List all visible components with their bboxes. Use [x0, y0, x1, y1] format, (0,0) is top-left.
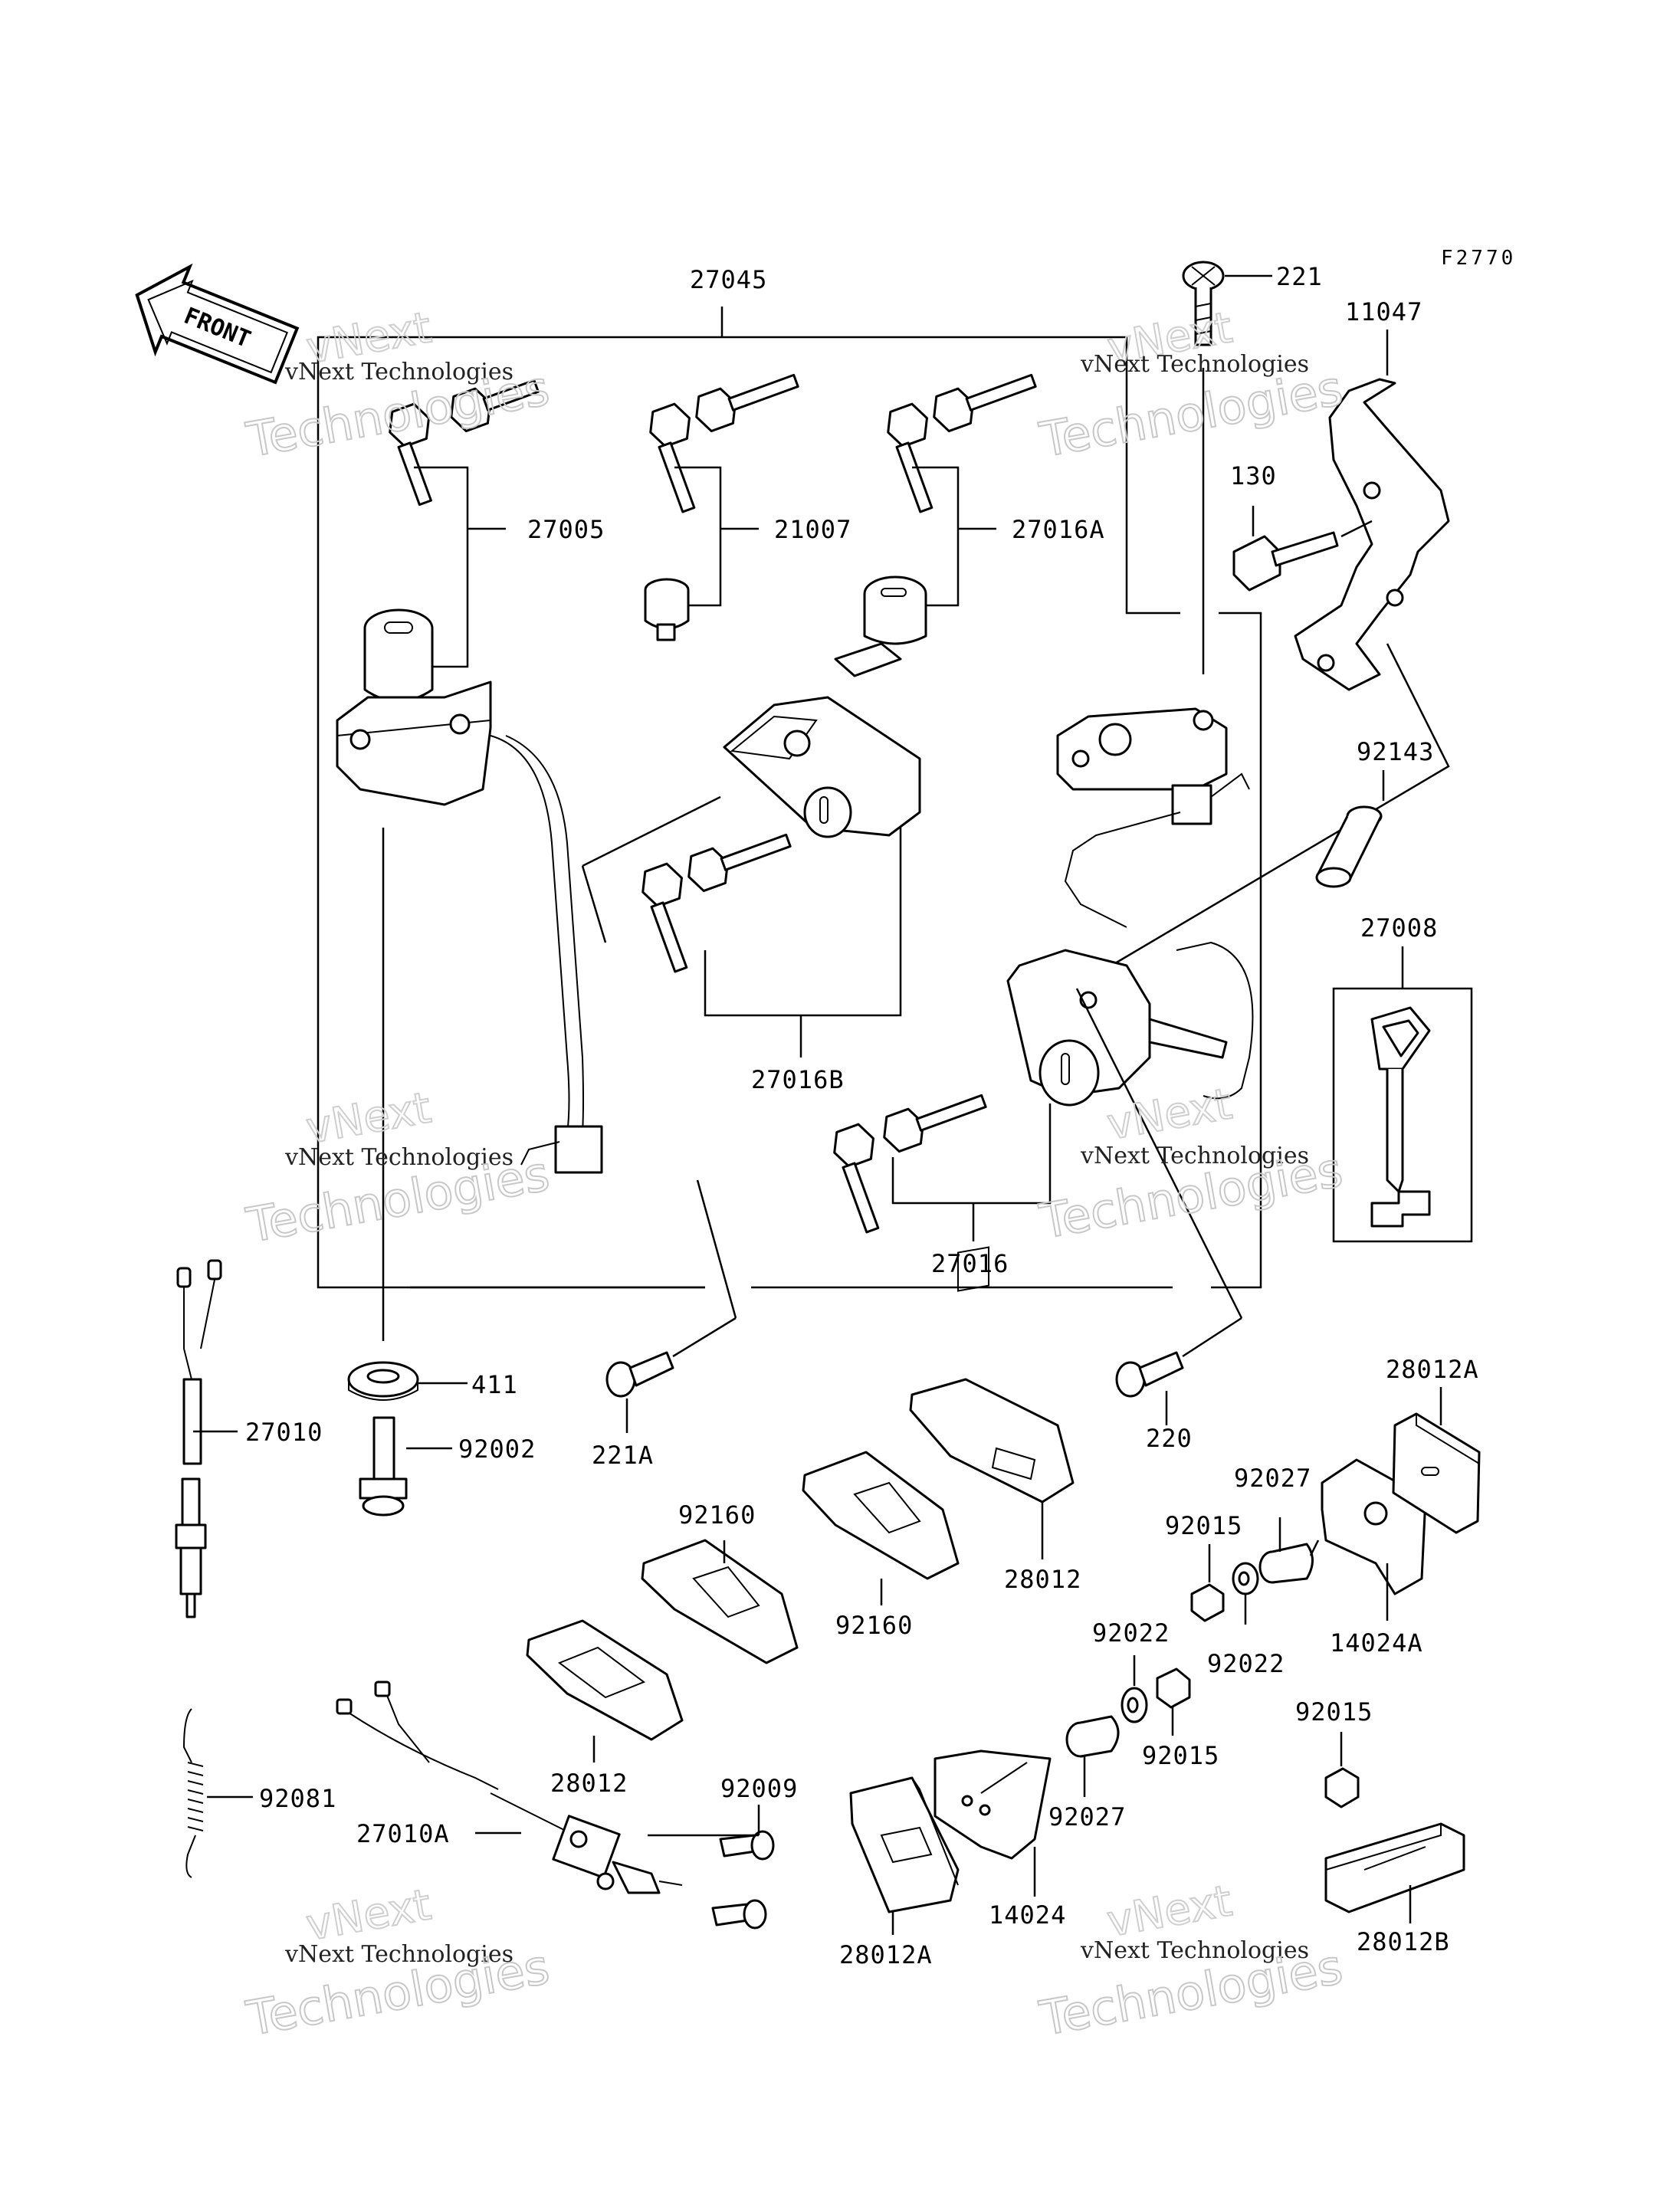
ignition-switch-icon — [336, 608, 603, 1174]
svg-text:vNext: vNext — [303, 1083, 435, 1153]
lock-cylinder-icon — [644, 578, 690, 641]
reflector-icon — [526, 1619, 684, 1741]
part-label-92160-b: 92160 — [835, 1611, 913, 1640]
part-label-92160-a: 92160 — [678, 1500, 756, 1530]
svg-text:vNext Technologies: vNext Technologies — [284, 359, 514, 385]
key-pair-icon — [833, 1094, 987, 1234]
watermark: vNext vNext Technologies Technologies — [1035, 1078, 1347, 1251]
watermark: vNext vNext Technologies Technologies — [241, 1082, 554, 1254]
screw-icon — [719, 1830, 775, 1861]
collar-icon — [1065, 1715, 1120, 1758]
washer-icon — [1232, 1562, 1259, 1595]
part-label-27010A: 27010A — [356, 1819, 450, 1848]
collar-icon — [1315, 805, 1383, 888]
bolt-icon — [359, 1416, 408, 1517]
spring-icon — [182, 1708, 204, 1878]
part-label-28012A-top: 28012A — [1386, 1355, 1479, 1384]
svg-text:vNext Technologies: vNext Technologies — [284, 1144, 514, 1171]
part-label-28012-a: 28012 — [1004, 1565, 1081, 1594]
screw-icon — [605, 1351, 674, 1398]
figure-code: F2770 — [1441, 247, 1516, 270]
part-label-92081: 92081 — [259, 1784, 336, 1813]
reflector-icon — [1392, 1412, 1481, 1534]
part-label-27010: 27010 — [245, 1418, 323, 1447]
washer-icon — [347, 1361, 419, 1401]
part-label-92002: 92002 — [458, 1435, 536, 1464]
part-label-14024: 14024 — [989, 1900, 1066, 1930]
part-label-92027-top: 92027 — [1234, 1464, 1311, 1493]
key-pair-icon — [887, 373, 1037, 513]
reflector-icon — [909, 1246, 1075, 1503]
part-label-221: 221 — [1276, 262, 1323, 291]
part-label-27016B: 27016B — [751, 1065, 845, 1094]
part-label-92027-b: 92027 — [1048, 1802, 1126, 1831]
seat-lock-icon — [834, 575, 927, 677]
part-label-92015-c: 92015 — [1295, 1697, 1373, 1726]
fuel-lock-icon — [1006, 941, 1254, 1107]
part-label-27016: 27016 — [931, 1249, 1009, 1278]
part-label-411: 411 — [471, 1370, 518, 1399]
bracket-icon — [1294, 378, 1450, 691]
watermark: vNext vNext Technologies Technologies — [1035, 1875, 1347, 2048]
nut-icon — [1156, 1667, 1191, 1709]
part-label-92022-b: 92022 — [1207, 1649, 1285, 1678]
key-pair-icon — [649, 373, 799, 513]
part-label-221A: 221A — [592, 1441, 654, 1470]
part-label-27045: 27045 — [690, 265, 767, 294]
washer-icon — [1121, 1687, 1148, 1723]
part-label-92015-a: 92015 — [1165, 1511, 1242, 1540]
part-label-92143: 92143 — [1357, 737, 1434, 766]
part-label-14024A: 14024A — [1330, 1628, 1423, 1658]
part-label-27016A: 27016A — [1012, 515, 1105, 544]
watermark: vNext vNext Technologies Technologies — [1035, 302, 1347, 469]
screw-icon — [1115, 1351, 1184, 1398]
part-label-11047: 11047 — [1345, 297, 1422, 326]
part-label-92015-b: 92015 — [1142, 1741, 1219, 1770]
part-label-28012B: 28012B — [1357, 1927, 1450, 1956]
part-label-28012-b: 28012 — [550, 1769, 628, 1798]
key-pair-icon — [389, 379, 540, 507]
gasket-icon — [802, 1451, 960, 1580]
svg-text:vNext: vNext — [303, 1880, 435, 1950]
front-arrow-icon: FRONT — [135, 263, 300, 385]
svg-text:vNext Technologies: vNext Technologies — [1080, 1937, 1309, 1964]
collar-icon — [1258, 1543, 1314, 1584]
screw-icon — [1182, 261, 1225, 346]
svg-text:vNext Technologies: vNext Technologies — [1080, 351, 1309, 378]
part-label-28012A-bot: 28012A — [839, 1940, 933, 1969]
nut-icon — [1190, 1583, 1225, 1622]
kit-frame-27045 — [317, 307, 1262, 1289]
lock-housing-icon — [723, 696, 921, 838]
part-label-92009: 92009 — [720, 1774, 798, 1803]
brake-switch-icon — [336, 1681, 683, 1894]
part-label-92022-a: 92022 — [1092, 1618, 1170, 1648]
part-label-21007: 21007 — [774, 515, 851, 544]
part-label-27005: 27005 — [527, 515, 605, 544]
reflector-icon — [849, 1776, 960, 1913]
key-pair-icon — [641, 833, 792, 973]
key-blank-box — [1332, 987, 1473, 1243]
helmet-lock-icon — [1056, 707, 1250, 928]
reflector-icon — [1324, 1822, 1465, 1913]
watermark: vNext vNext Technologies Technologies — [241, 1879, 554, 2048]
nut-icon — [1324, 1767, 1360, 1808]
part-label-130: 130 — [1230, 461, 1277, 490]
screw-icon — [711, 1899, 767, 1930]
bolt-icon — [1232, 531, 1339, 592]
svg-text:vNext: vNext — [1104, 1876, 1235, 1946]
svg-text:vNext Technologies: vNext Technologies — [1080, 1143, 1309, 1169]
gasket-icon — [641, 1539, 799, 1664]
svg-text:vNext: vNext — [1104, 1079, 1235, 1149]
switch-wire-icon — [175, 1259, 222, 1618]
reflector-bracket-icon — [934, 1749, 1052, 1860]
svg-text:vNext Technologies: vNext Technologies — [284, 1941, 514, 1968]
part-label-27008: 27008 — [1360, 913, 1438, 943]
part-label-220: 220 — [1146, 1424, 1193, 1453]
